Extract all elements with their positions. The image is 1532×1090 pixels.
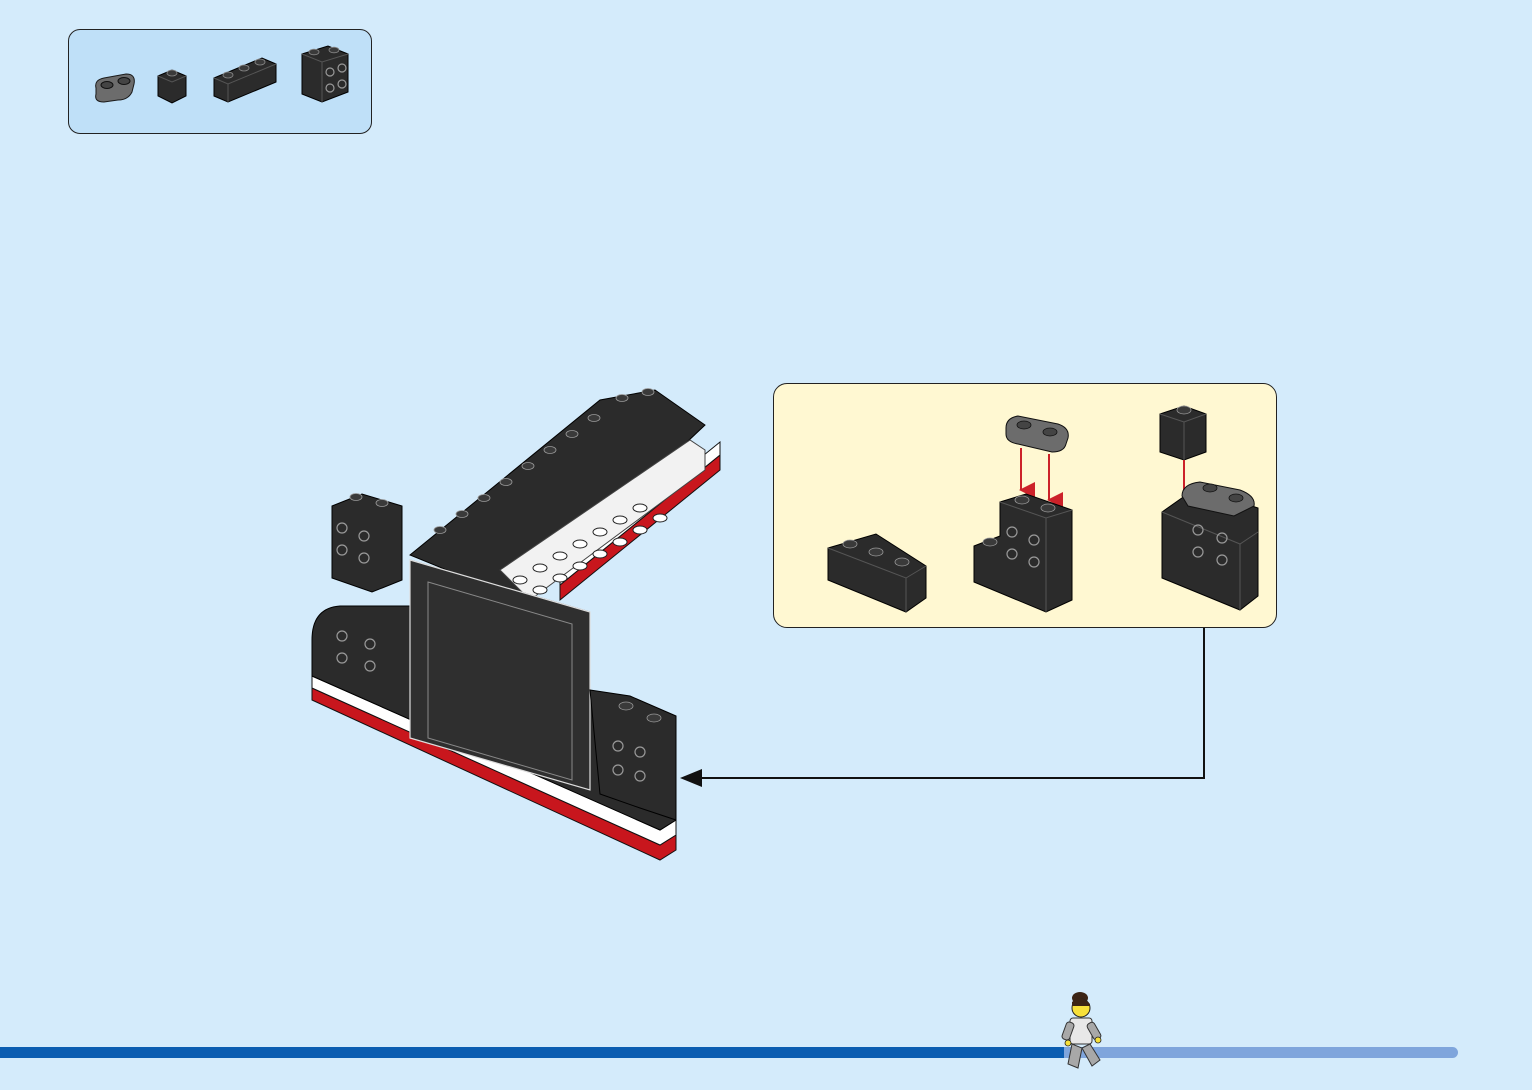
sub-step-plate-icon [1006, 416, 1068, 500]
sub-step-brick-with-studs-icon [974, 494, 1072, 612]
subassembly-pointer-arrow [680, 628, 1204, 787]
progress-track [0, 1047, 1458, 1058]
progress-fill [0, 1047, 1064, 1058]
main-model-illustration [312, 389, 720, 861]
sub-step-final-assembly-icon [1162, 482, 1258, 610]
sub-step-brick-1x3-icon [828, 534, 926, 612]
